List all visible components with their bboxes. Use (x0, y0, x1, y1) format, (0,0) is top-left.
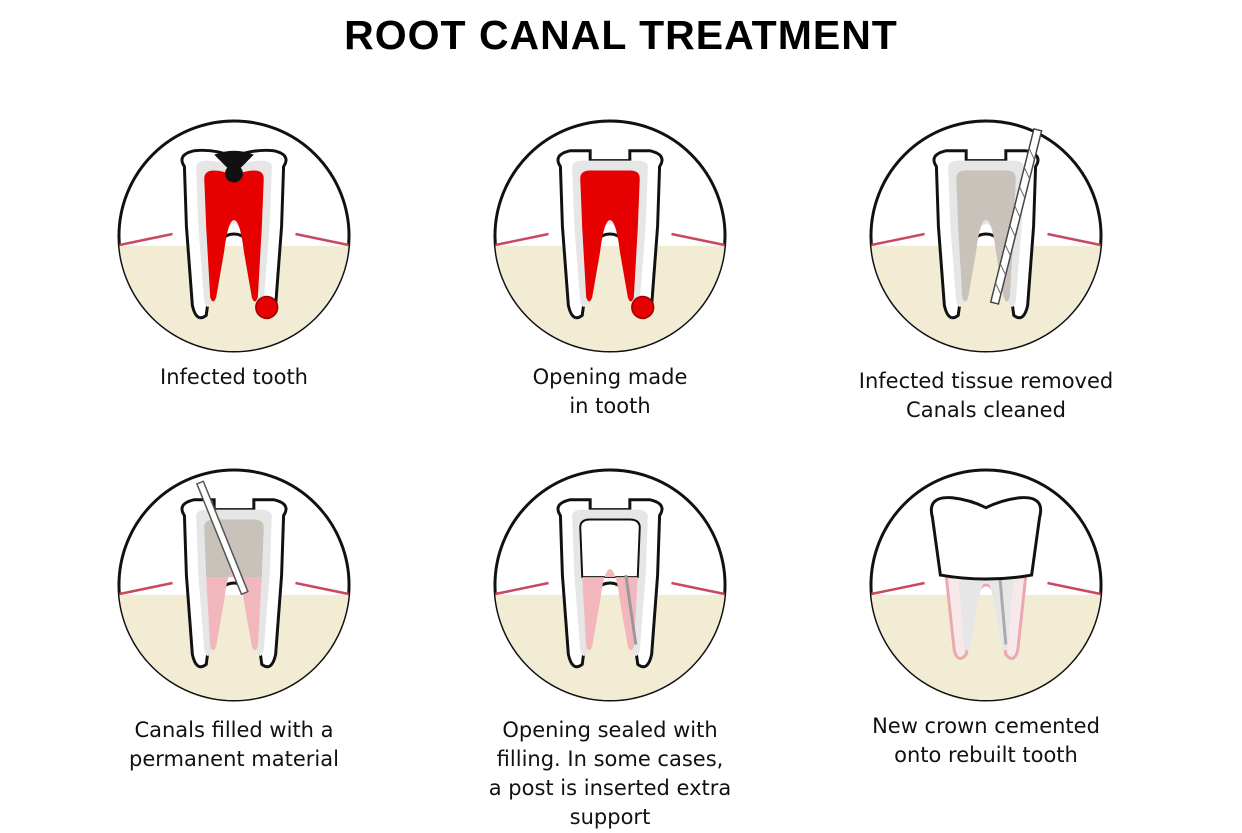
caption-line: New crown cemented (872, 714, 1100, 738)
caption-line: onto rebuilt tooth (894, 743, 1078, 767)
step-caption: Canals filled with a permanent material (64, 716, 404, 774)
caption-line: Canals filled with a (134, 718, 334, 742)
cleaned-tooth-icon (869, 119, 1103, 353)
caption-line: permanent material (129, 747, 339, 771)
caption-line: Canals cleaned (906, 398, 1066, 422)
step-caption: Opening sealed with filling. In some cas… (440, 716, 780, 832)
infected-tooth-icon (117, 119, 351, 353)
caption-line: Infected tissue removed (858, 369, 1114, 393)
opened-tooth-icon (493, 119, 727, 353)
page-title: ROOT CANAL TREATMENT (344, 12, 898, 58)
caption-line: Opening sealed with (502, 718, 718, 742)
step-caption: Opening made in tooth (440, 363, 780, 421)
caption-line: Opening made (532, 365, 688, 389)
step-caption: Infected tissue removed Canals cleaned (816, 367, 1156, 425)
step-caption: Infected tooth (64, 363, 404, 392)
caption-line: Infected tooth (160, 365, 308, 389)
caption-line: filling. In some cases, (496, 747, 724, 771)
step-caption: New crown cemented onto rebuilt tooth (816, 712, 1156, 770)
sealed-tooth-icon (493, 468, 727, 702)
caption-line: in tooth (569, 394, 651, 418)
caption-line: support (569, 805, 651, 829)
filled-canals-tooth-icon (117, 468, 351, 702)
crowned-tooth-icon (869, 468, 1103, 702)
caption-line: a post is inserted extra (488, 776, 732, 800)
